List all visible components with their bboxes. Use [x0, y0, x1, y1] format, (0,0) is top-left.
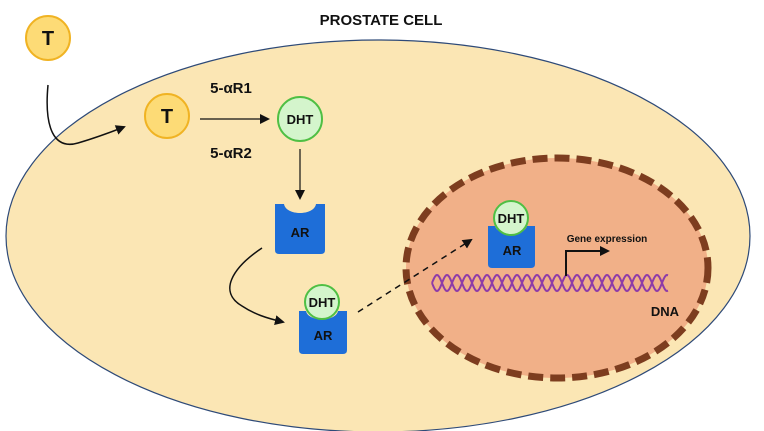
- intracellular-testosterone: T: [144, 93, 190, 139]
- unbound-ar-label: AR: [291, 225, 310, 240]
- dna-helix: [431, 273, 669, 293]
- complex-dht-label: DHT: [309, 295, 336, 310]
- enzyme-label-5ar1: 5-αR1: [210, 80, 252, 97]
- nuclear-ar-label: AR: [503, 243, 522, 258]
- arrow-ar-binding: [229, 247, 285, 326]
- unbound-androgen-receptor: AR: [275, 204, 325, 254]
- external-testosterone: T: [25, 15, 71, 61]
- dht-label: DHT: [287, 112, 314, 127]
- arrow-nuclear-translocation: [357, 238, 473, 313]
- dht-ar-complex: DHT AR: [299, 284, 347, 354]
- nucleus-fill: [406, 158, 708, 378]
- dna-strand-a: [431, 273, 669, 293]
- diagram-title: PROSTATE CELL: [320, 12, 443, 29]
- external-testosterone-label: T: [42, 28, 54, 50]
- intracellular-testosterone-label: T: [161, 106, 173, 128]
- complex-ar-label: AR: [314, 328, 333, 343]
- nuclear-dht-ar-complex: DHT AR: [488, 200, 535, 268]
- gene-expression-arrow: [565, 246, 610, 276]
- gene-expression-label: Gene expression: [567, 234, 648, 245]
- dna-strand-b: [431, 273, 669, 293]
- nuclear-envelope: [402, 154, 712, 382]
- dht-molecule: DHT: [277, 96, 323, 142]
- dna-label: DNA: [651, 304, 680, 319]
- arrow-t-entry: [46, 84, 126, 145]
- enzyme-label-5ar2: 5-αR2: [210, 145, 252, 162]
- nuclear-dht-label: DHT: [498, 211, 525, 226]
